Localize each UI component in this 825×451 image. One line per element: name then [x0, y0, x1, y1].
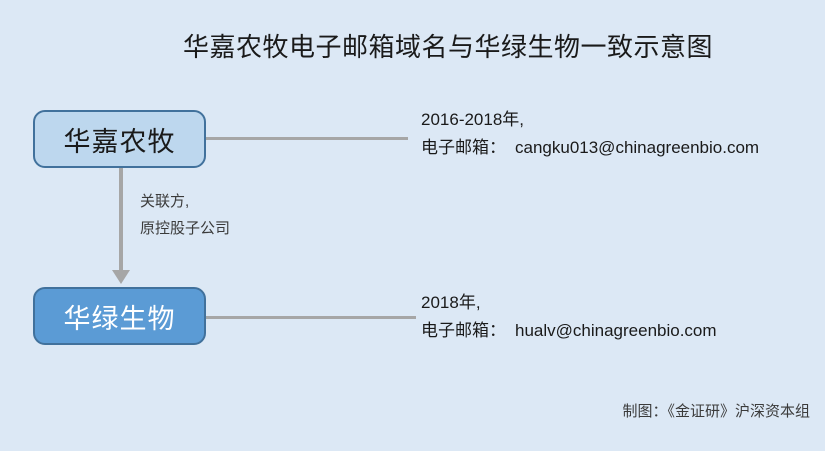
annotation-huajia-email: cangku013@chinagreenbio.com	[515, 138, 760, 157]
annotation-hualv-email: hualv@chinagreenbio.com	[515, 321, 717, 340]
annotation-hualv-email-label: 电子邮箱：	[421, 321, 506, 340]
annotation-hualv-period: 2018年,	[421, 293, 481, 312]
connector-vertical-line	[119, 168, 123, 271]
node-huajia: 华嘉农牧	[33, 110, 206, 168]
annotation-huajia-email-line: 电子邮箱： cangku013@chinagreenbio.com	[421, 134, 759, 162]
node-hualv: 华绿生物	[33, 287, 206, 345]
node-hualv-label: 华绿生物	[63, 303, 176, 334]
annotation-huajia-email-label: 电子邮箱：	[421, 138, 506, 157]
diagram-title: 华嘉农牧电子邮箱域名与华绿生物一致示意图	[183, 32, 714, 62]
annotation-huajia-period: 2016-2018年,	[421, 110, 525, 129]
edge-label-line1: 关联方,	[140, 193, 190, 210]
arrow-down-icon	[112, 270, 130, 284]
credit-text: 制图：《金证研》沪深资本组	[622, 403, 810, 420]
edge-label-line2: 原控股子公司	[140, 220, 231, 237]
node-huajia-label: 华嘉农牧	[63, 126, 176, 157]
annotation-hualv-email-line: 电子邮箱： hualv@chinagreenbio.com	[421, 317, 717, 345]
connector-line-hualv	[206, 316, 416, 319]
edge-label: 关联方, 原控股子公司	[140, 188, 230, 242]
annotation-huajia: 2016-2018年, 电子邮箱： cangku013@chinagreenbio…	[421, 106, 759, 162]
connector-line-huajia	[206, 137, 408, 140]
annotation-hualv: 2018年, 电子邮箱： hualv@chinagreenbio.com	[421, 289, 717, 345]
